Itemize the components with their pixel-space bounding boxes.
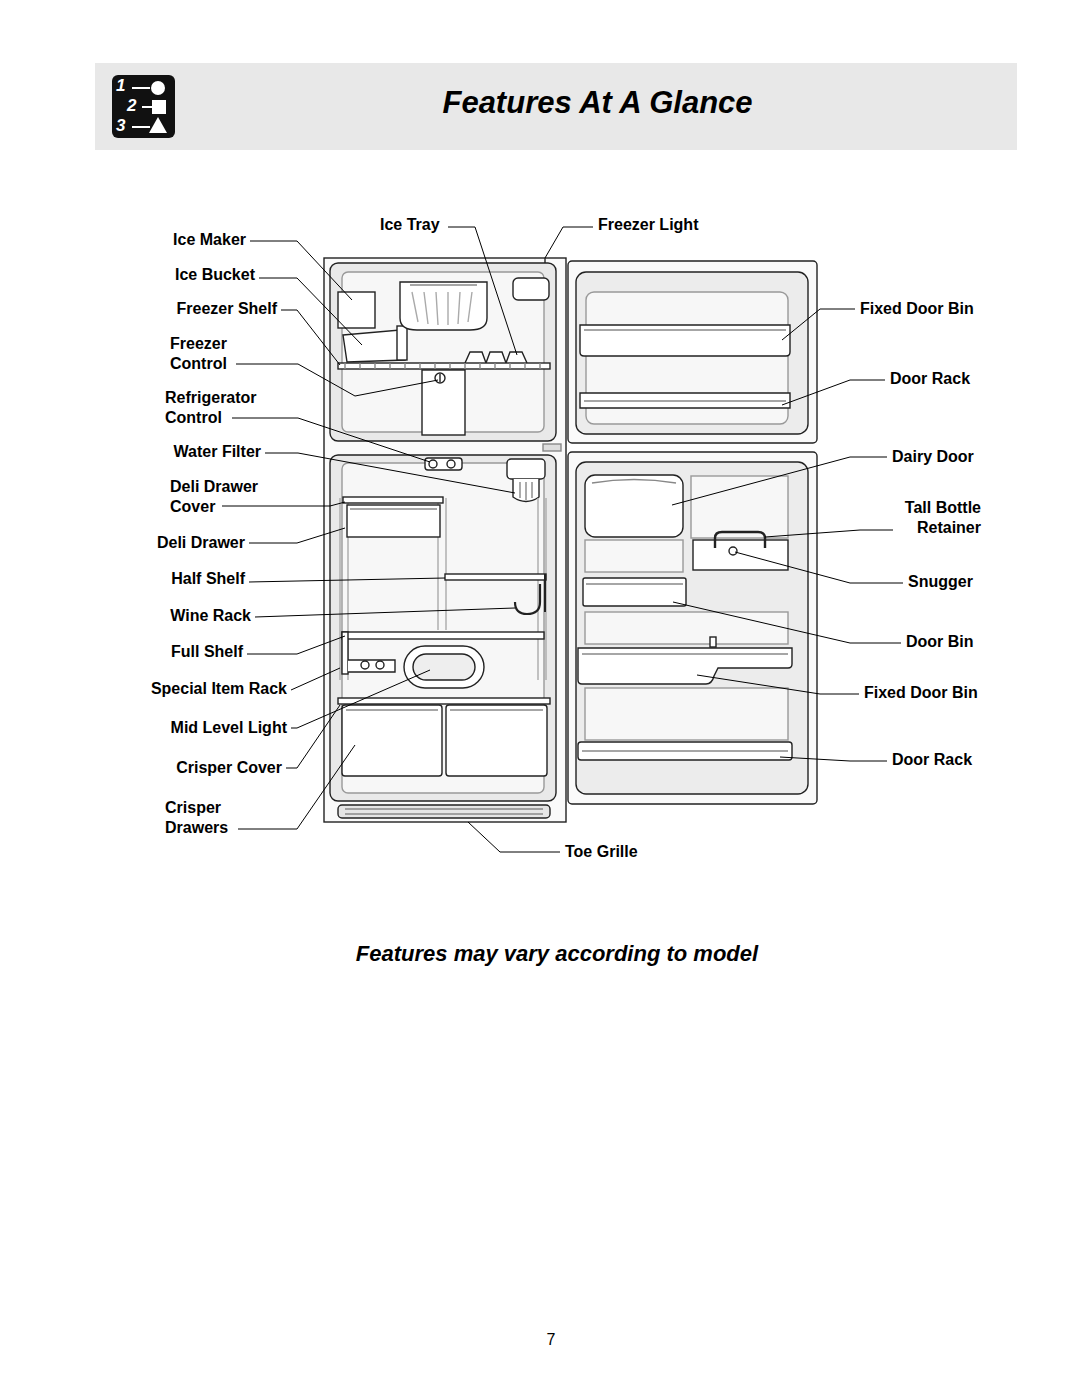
- part-label: Half Shelf: [5, 569, 245, 589]
- part-label: Water Filter: [21, 442, 261, 462]
- part-label: Door Bin: [906, 632, 1080, 652]
- part-label: Freezer Control: [170, 334, 250, 374]
- part-label: Refrigerator Control: [165, 388, 275, 428]
- part-label: Fixed Door Bin: [864, 683, 1080, 703]
- caption: Features may vary according to model: [207, 940, 907, 968]
- icon-number: 1: [116, 76, 356, 96]
- part-label: Mid Level Light: [47, 718, 287, 738]
- part-label: Special Item Rack: [47, 679, 287, 699]
- title-band: [95, 63, 1017, 150]
- page-number: 7: [431, 1330, 671, 1350]
- part-label: Wine Rack: [11, 606, 251, 626]
- part-label: Freezer Light: [598, 215, 838, 235]
- part-label: Door Rack: [890, 369, 1080, 389]
- part-label: Ice Maker: [6, 230, 246, 250]
- part-label: Freezer Shelf: [37, 299, 277, 319]
- part-label: Full Shelf: [3, 642, 243, 662]
- leader-lines: [222, 227, 903, 852]
- part-label: Tall Bottle Retainer: [881, 498, 981, 538]
- icon-number: 2: [127, 96, 367, 116]
- part-label: Dairy Door: [892, 447, 1080, 467]
- part-label: Fixed Door Bin: [860, 299, 1080, 319]
- part-label: Toe Grille: [565, 842, 805, 862]
- icon-number: 3: [116, 116, 356, 136]
- part-label: Door Rack: [892, 750, 1080, 770]
- part-label: Ice Tray: [380, 215, 620, 235]
- part-label: Deli Drawer: [5, 533, 245, 553]
- part-label: Crisper Drawers: [165, 798, 250, 838]
- part-label: Ice Bucket: [15, 265, 255, 285]
- page-title: Features At A Glance: [180, 84, 1015, 122]
- part-label: Crisper Cover: [42, 758, 282, 778]
- part-label: Snugger: [908, 572, 1080, 592]
- part-label: Deli Drawer Cover: [170, 477, 275, 517]
